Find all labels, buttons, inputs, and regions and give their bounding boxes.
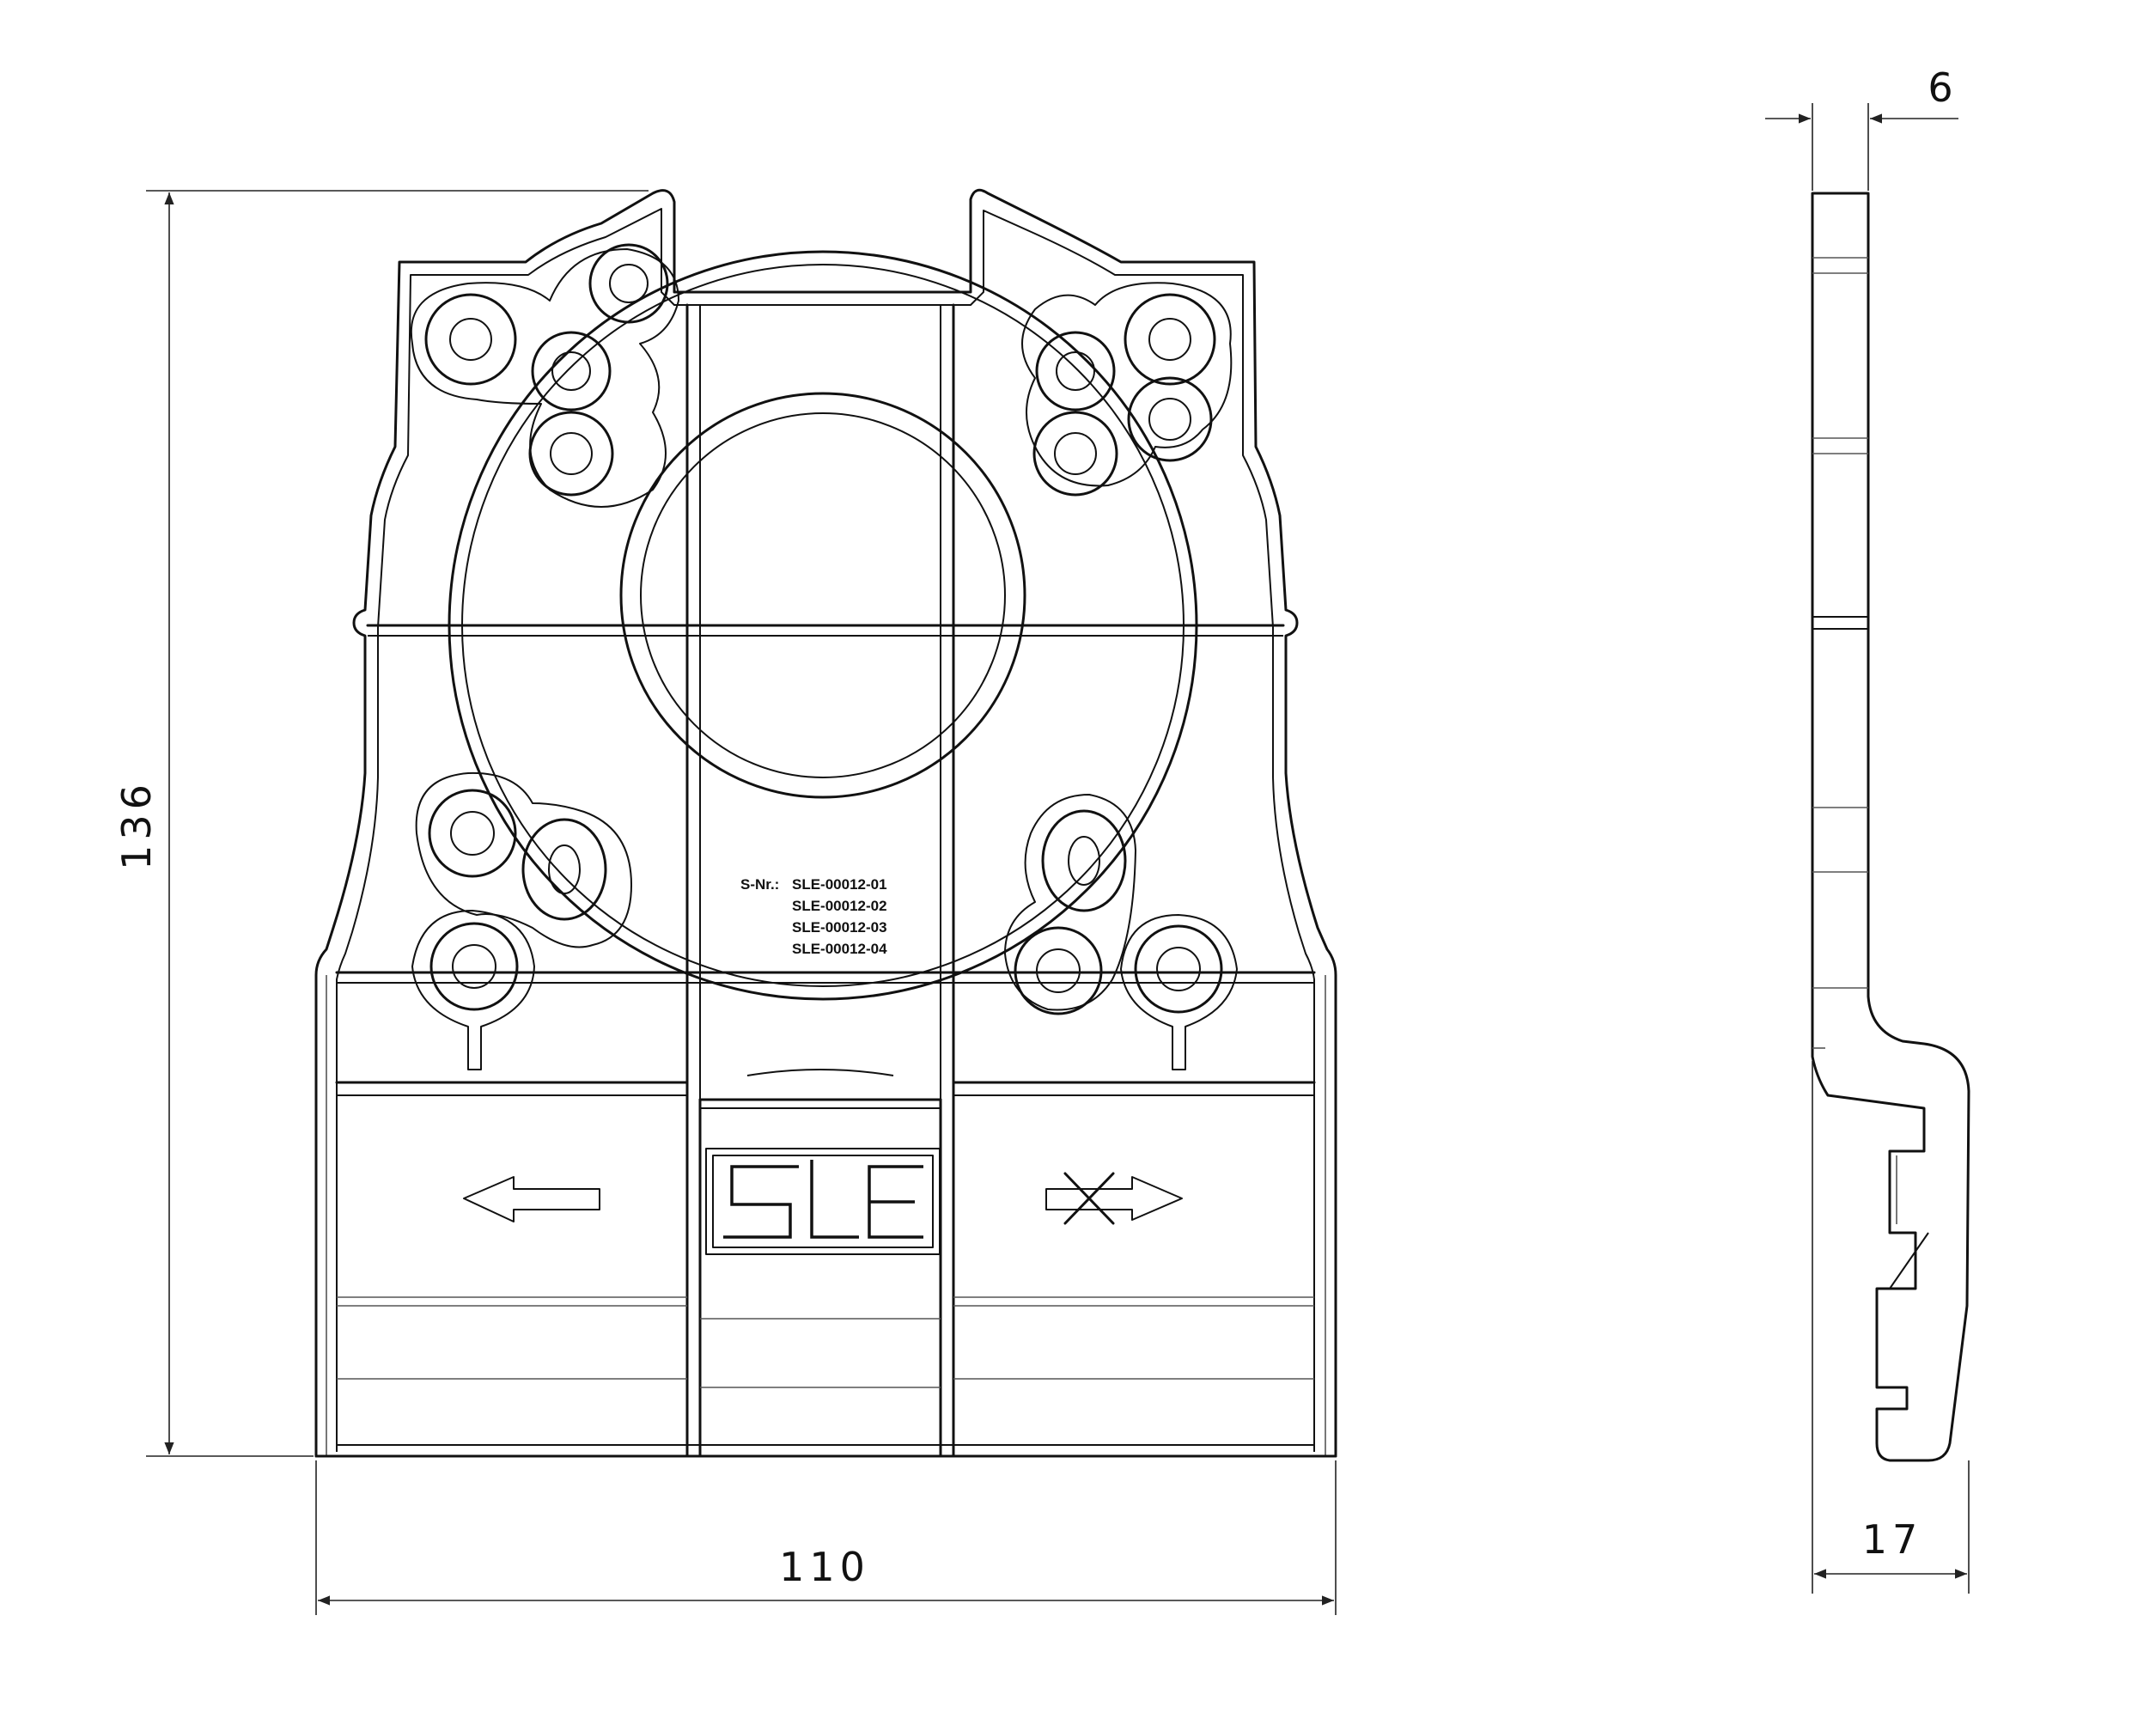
- side-view: [1811, 192, 1970, 1462]
- serial-number-3: SLE-00012-03: [792, 919, 887, 936]
- width-dimension: 110: [315, 1460, 1337, 1615]
- side-thickness-label: 6: [1928, 64, 1958, 111]
- serial-number-2: SLE-00012-02: [792, 898, 887, 914]
- serial-number-block: S-Nr.: SLE-00012-01 SLE-00012-02 SLE-000…: [740, 876, 887, 957]
- height-dimension-label: 136: [113, 779, 160, 870]
- side-detail-lines: [1812, 257, 1929, 1289]
- width-dimension-label: 110: [779, 1544, 870, 1590]
- center-bore-outer: [619, 392, 1026, 799]
- outer-ring-inner: [461, 264, 1185, 987]
- serial-number-1: SLE-00012-01: [792, 876, 887, 893]
- serial-prefix: S-Nr.:: [740, 876, 779, 893]
- front-view: S-Nr.: SLE-00012-01 SLE-00012-02 SLE-000…: [314, 188, 1337, 1458]
- sle-logo: [705, 1148, 941, 1255]
- side-thickness-dimension: 6: [1765, 64, 1958, 191]
- mounting-holes-bottom-right: [1004, 794, 1238, 1070]
- front-inner-outline: [336, 208, 1315, 1452]
- side-depth-dimension: 17: [1812, 1061, 1970, 1594]
- mounting-holes-top-right: [1021, 282, 1233, 497]
- side-depth-label: 17: [1862, 1516, 1923, 1563]
- side-outline: [1811, 192, 1970, 1462]
- height-dimension: 136: [113, 190, 649, 1457]
- center-bore: [640, 412, 1006, 778]
- left-arrow-icon: [463, 1176, 600, 1222]
- mounting-holes-bottom-left: [411, 771, 632, 1070]
- lower-body: [314, 975, 1337, 1458]
- frame-ribs: [335, 303, 1316, 1110]
- outer-ring: [448, 250, 1198, 1001]
- crossed-right-arrow-icon: [1045, 1172, 1183, 1225]
- front-outline: [314, 188, 1337, 1458]
- serial-number-4: SLE-00012-04: [792, 941, 887, 957]
- mounting-holes-top-left: [410, 243, 679, 508]
